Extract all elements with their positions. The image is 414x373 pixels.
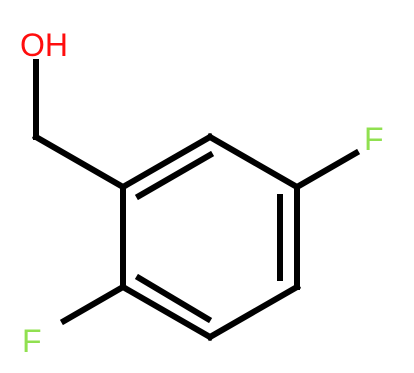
fluorine-meta-label: F [364,121,384,157]
bond-ring-fluorine-ortho [59,282,128,326]
bond-ring-c5-c6 [118,282,215,342]
bond-ring-c1-c2 [118,132,215,192]
bond-ring-inner-c1-c2 [134,150,215,201]
bond-ring-c4-c5 [205,282,302,342]
bond-ring-fluorine-meta [292,148,361,192]
bond-methylene-ring [31,132,128,192]
fluorine-ortho-label: F [22,323,42,359]
bond-ring-c2-c3 [205,132,302,192]
bond-ring-inner-c5-c6 [134,273,213,324]
hydroxyl-label: OH [20,27,68,63]
